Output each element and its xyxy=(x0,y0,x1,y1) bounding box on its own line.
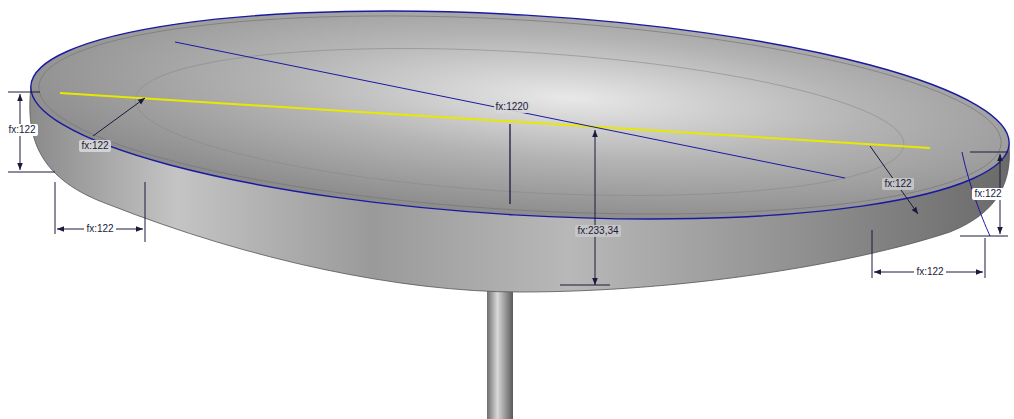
radius-leader xyxy=(93,98,145,136)
radius-leader xyxy=(870,146,918,214)
extension-line xyxy=(970,152,1008,153)
axis-line xyxy=(60,93,930,148)
dimension-label: fx:122 xyxy=(882,178,913,190)
extension-line xyxy=(8,92,40,93)
extension-line xyxy=(985,238,986,278)
dimension-label: fx:122 xyxy=(914,266,945,278)
extension-line xyxy=(872,230,873,278)
extension-line xyxy=(8,172,55,173)
rim-inner-edge xyxy=(33,0,1007,238)
dimension-label: fx:122 xyxy=(84,223,115,235)
extension-line xyxy=(145,182,146,242)
extension-line xyxy=(560,285,610,286)
outlet-pipe xyxy=(487,280,513,419)
extension-line xyxy=(55,182,56,234)
dimension-label: fx:233,34 xyxy=(575,225,620,237)
rim-outline xyxy=(25,0,1014,244)
depth-line xyxy=(509,124,510,204)
dimension-label: fx:122 xyxy=(6,124,37,136)
extension-line xyxy=(960,236,1008,237)
dimension-label: fx:1220 xyxy=(494,101,531,113)
dimension-label: fx:122 xyxy=(79,140,110,152)
dimension-label: fx:122 xyxy=(972,188,1003,200)
dimension-line xyxy=(595,130,596,285)
